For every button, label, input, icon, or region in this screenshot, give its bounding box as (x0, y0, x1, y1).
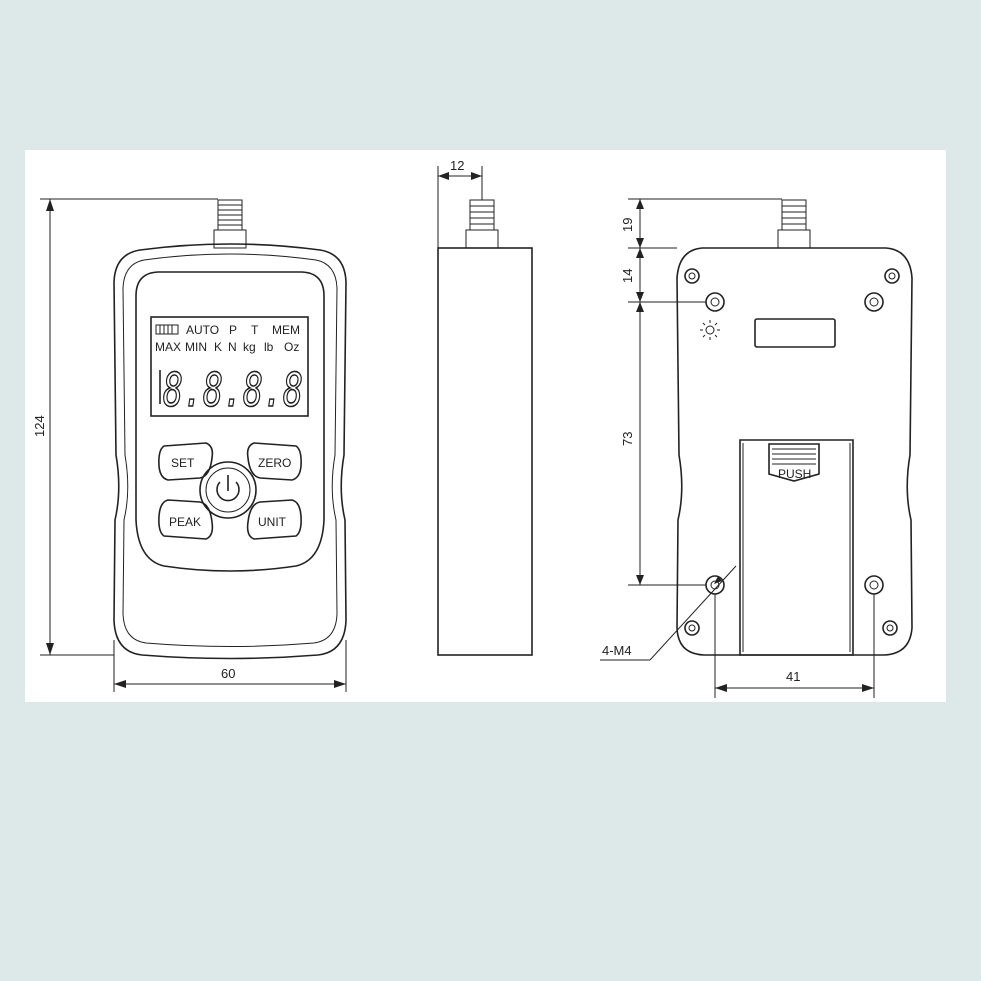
set-button[interactable]: SET (158, 442, 214, 481)
light-sensor-icon (700, 320, 720, 340)
front-connector (213, 199, 247, 249)
lcd-label-t: T (251, 323, 259, 337)
lcd-digits: 8.8.8.8 (163, 363, 303, 417)
front-body-outer (113, 243, 347, 660)
screw-hole-top-left (684, 268, 700, 284)
lcd-label-lb: lb (264, 340, 274, 354)
screw-hole-bottom-left (684, 620, 700, 636)
battery-icon (155, 324, 179, 335)
peak-button-label: PEAK (169, 515, 201, 529)
m4-hole-upper-left (705, 292, 725, 312)
push-label: PUSH (778, 467, 811, 481)
zero-button-label: ZERO (258, 456, 291, 470)
lcd-label-p: P (229, 323, 237, 337)
dim-top-to-holes-label: 14 (620, 269, 635, 283)
lcd-label-n: N (228, 340, 237, 354)
lcd-label-auto: AUTO (186, 323, 219, 337)
front-view: AUTO P T MEM MAX MIN K N kg lb Oz 8.8.8.… (113, 199, 347, 660)
dim-hole-spacing-horizontal: 41 (714, 594, 875, 698)
lcd-label-min: MIN (185, 340, 207, 354)
unit-button[interactable]: UNIT (246, 499, 302, 540)
dim-depth-side-label: 12 (450, 158, 464, 173)
side-body (437, 247, 533, 656)
front-body-inner (122, 253, 338, 647)
lcd-screen (150, 316, 309, 417)
lcd-label-k: K (214, 340, 222, 354)
dim-hole-spacing-horizontal-label: 41 (786, 669, 800, 684)
m4-callout-label: 4-M4 (602, 643, 632, 658)
m4-hole-lower-left (705, 575, 725, 595)
lcd-label-kg: kg (243, 340, 256, 354)
lcd-label-mem: MEM (272, 323, 300, 337)
back-view: PUSH (676, 199, 913, 656)
dim-height-total-label: 124 (32, 415, 47, 437)
dim-width-front-label: 60 (221, 666, 235, 681)
lcd-label-max: MAX (155, 340, 181, 354)
unit-button-label: UNIT (258, 515, 287, 529)
m4-callout: 4-M4 (600, 565, 737, 661)
screw-hole-top-right (884, 268, 900, 284)
dim-width-front: 60 (113, 640, 347, 692)
power-icon (216, 475, 240, 502)
dim-top-to-holes: 14 (620, 248, 706, 303)
screw-hole-bottom-right (882, 620, 898, 636)
back-window-slot (754, 318, 836, 348)
dim-hole-spacing-vertical-label: 73 (620, 432, 635, 446)
m4-hole-upper-right (864, 292, 884, 312)
dim-connector-length-label: 19 (620, 218, 635, 232)
dim-connector-length: 19 (620, 198, 782, 249)
zero-button[interactable]: ZERO (246, 442, 302, 481)
dim-depth-side: 12 (437, 158, 483, 248)
dim-height-total: 124 (32, 198, 218, 656)
power-button[interactable] (199, 461, 257, 519)
drawing-panel (25, 150, 946, 702)
dim-hole-spacing-vertical: 73 (620, 302, 706, 586)
side-view (437, 199, 533, 656)
back-body (676, 247, 913, 656)
battery-cover-latch[interactable]: PUSH (768, 443, 820, 482)
front-face-panel (135, 271, 325, 572)
set-button-label: SET (171, 456, 195, 470)
battery-cover (739, 439, 854, 656)
m4-hole-lower-right (864, 575, 884, 595)
lcd-label-oz: Oz (284, 340, 299, 354)
